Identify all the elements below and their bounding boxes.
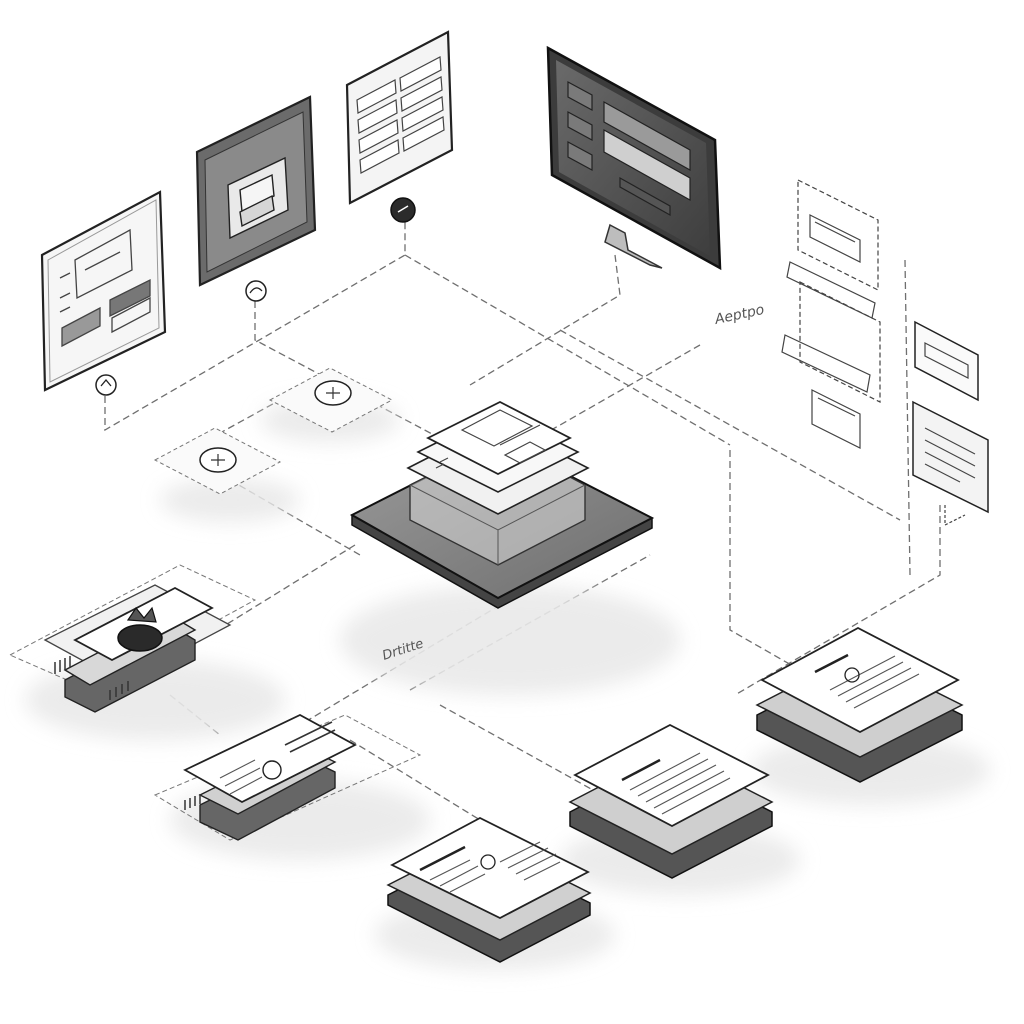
chip-dome [117,624,163,652]
chip-icon [126,606,157,623]
connector-hub-to-right [559,329,901,521]
stack-left-chip[interactable] [8,564,257,713]
stack-bottom-right-doc[interactable] [568,723,774,879]
stack-right-doc[interactable] [755,626,964,783]
stack-bottom-doc[interactable] [386,816,592,963]
connector-node-link [179,399,281,456]
hub-layer-1 [426,400,572,476]
panel-dashboard-node-icon [95,374,117,396]
panel-dark-frame-node-icon [245,280,267,302]
panel-small-right-upper [914,320,979,402]
panel-small-right-lower [912,400,989,526]
node-small-lower[interactable] [153,427,282,495]
panel-list[interactable] [345,30,454,223]
connector-panel-to-hub [254,290,501,471]
stack-left-doc[interactable] [153,713,422,841]
monitor-stand [604,223,663,269]
connector-right-vertical [734,505,941,696]
panel-dark-frame[interactable] [195,95,317,302]
central-hub[interactable] [349,400,655,609]
panel-list-node-icon [390,197,416,223]
node-small-upper[interactable] [268,367,394,433]
connector-center-right [729,450,801,671]
connector-top-left-to-hub [104,200,406,432]
connector-top-cross [404,254,731,446]
connector-lower [349,739,481,821]
connector-down-center [439,704,621,806]
wireframe-stack-right [781,179,881,449]
desktop-monitor[interactable] [546,45,722,271]
diagram-label-right: Aeptpo [713,302,766,328]
connector-far-right [904,259,911,576]
connector-monitor-to-hub [469,254,621,386]
panel-dashboard[interactable] [40,190,167,396]
